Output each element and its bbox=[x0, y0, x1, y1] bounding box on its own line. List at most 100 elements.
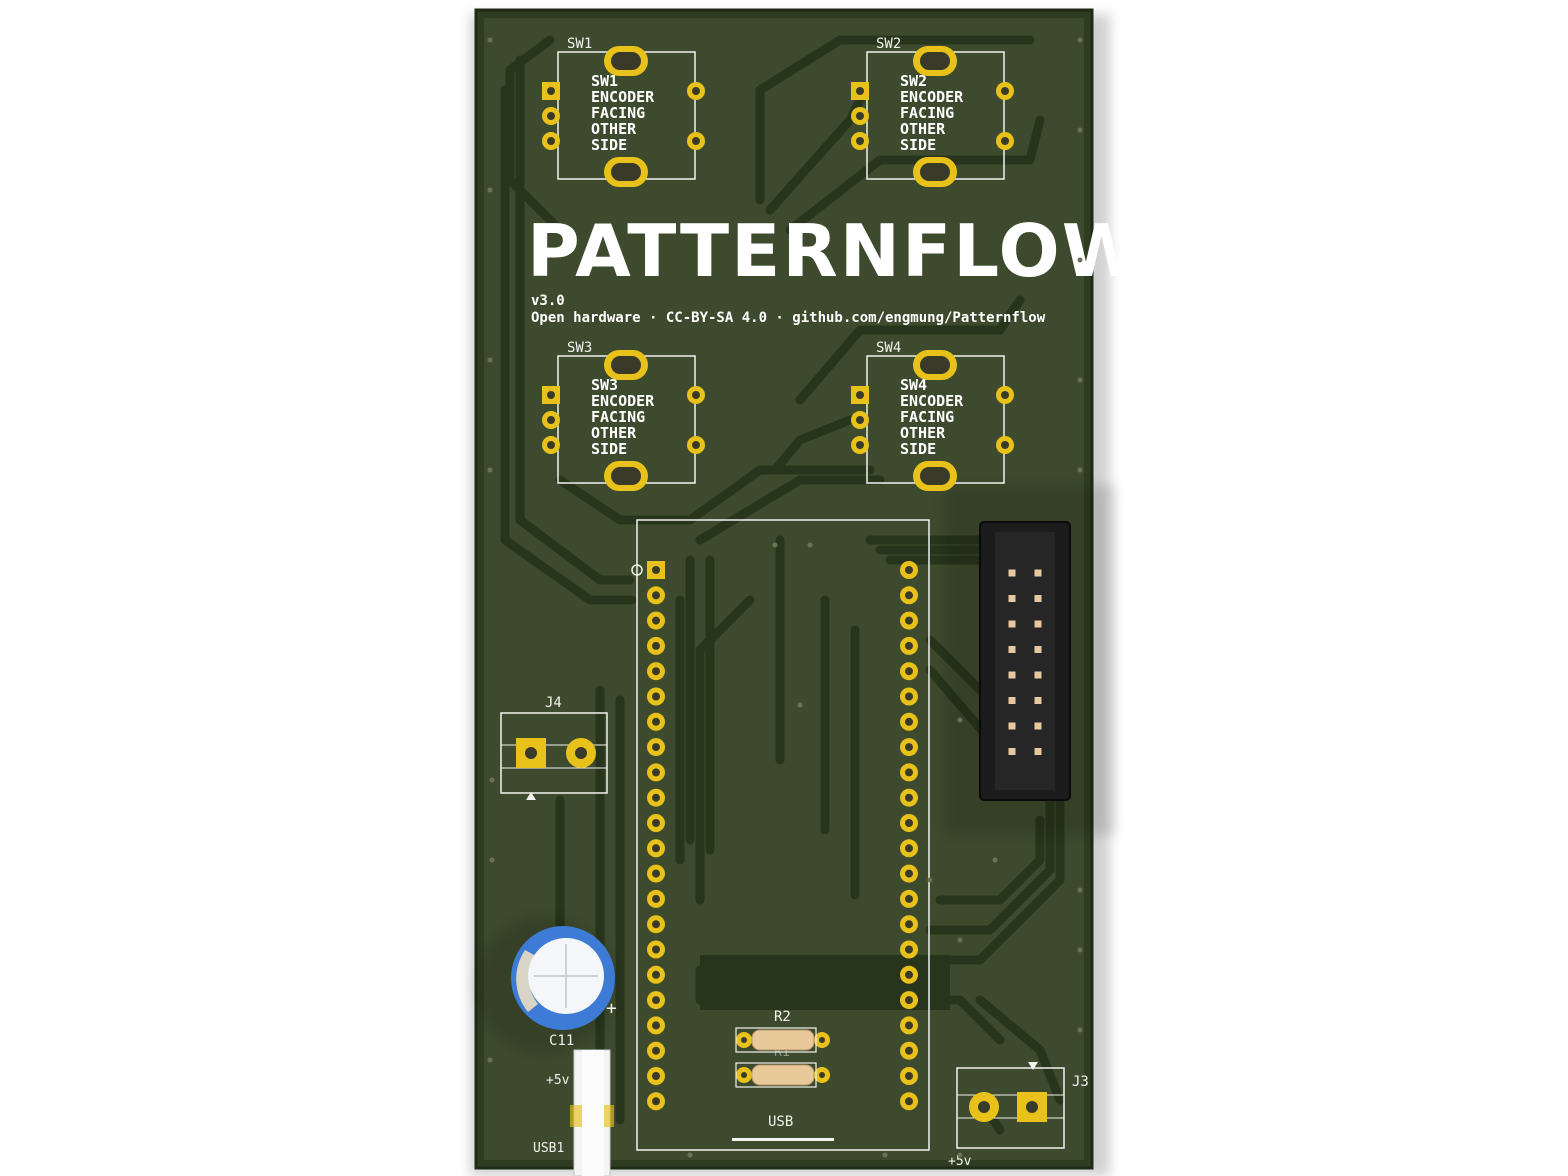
header-pin bbox=[1008, 722, 1016, 730]
switch-note-line: ENCODER bbox=[900, 392, 964, 410]
switch-pin-hole bbox=[547, 87, 555, 95]
usb1-label: USB1 bbox=[533, 1141, 564, 1156]
mcu-pin-hole bbox=[905, 996, 913, 1005]
switch-note-line: OTHER bbox=[591, 424, 637, 442]
mcu-pin-hole bbox=[652, 616, 660, 625]
switch-ref: SW4 bbox=[876, 340, 901, 356]
header-pin bbox=[1034, 620, 1042, 628]
mcu-pin-hole bbox=[905, 869, 913, 878]
plus5v-left: +5v bbox=[546, 1073, 570, 1088]
j4-label: J4 bbox=[545, 695, 562, 711]
mcu-pin-hole bbox=[905, 945, 913, 954]
switch-mount-hole bbox=[611, 356, 641, 374]
header-pin bbox=[1034, 722, 1042, 730]
switch-pin-hole bbox=[692, 137, 700, 145]
ribbon-header-inner bbox=[995, 532, 1055, 790]
r2-label: R2 bbox=[774, 1009, 791, 1025]
mcu-pin-hole bbox=[652, 692, 660, 701]
mcu-pin-hole bbox=[652, 717, 660, 726]
switch-note-line: OTHER bbox=[591, 120, 637, 138]
mcu-pin-hole bbox=[905, 717, 913, 726]
switch-pin-hole bbox=[1001, 391, 1009, 399]
plus5v-right: +5v bbox=[948, 1154, 972, 1169]
mcu-pin-hole bbox=[905, 1021, 913, 1030]
switch-pin-hole bbox=[856, 112, 864, 120]
mcu-pin-hole bbox=[905, 970, 913, 979]
switch-note-line: ENCODER bbox=[900, 88, 964, 106]
board-title: PATTERNFLOW bbox=[527, 209, 1143, 293]
switch-note-line: SW4 bbox=[900, 376, 927, 394]
switch-pin-hole bbox=[692, 87, 700, 95]
header-pin bbox=[1034, 697, 1042, 704]
switch-note-line: OTHER bbox=[900, 424, 946, 442]
mcu-pin-hole bbox=[652, 641, 660, 650]
j4-outline bbox=[500, 712, 608, 794]
mcu-pin-hole bbox=[652, 591, 660, 600]
mcu-pin-hole bbox=[905, 616, 913, 625]
via-dots bbox=[487, 37, 1083, 1158]
header-pin bbox=[1008, 620, 1016, 628]
mcu-pin-hole bbox=[905, 793, 913, 802]
switch-pin-hole bbox=[1001, 441, 1009, 449]
mcu-pin-hole bbox=[905, 819, 913, 827]
switch-ref: SW3 bbox=[567, 340, 592, 356]
switch-pin-hole bbox=[547, 416, 555, 424]
resistor-r1 bbox=[735, 1062, 830, 1088]
board-version: v3.0 bbox=[531, 293, 565, 309]
switch-pin-hole bbox=[692, 391, 700, 399]
c11-label: C11 bbox=[549, 1033, 574, 1049]
switch-mount-hole bbox=[611, 163, 641, 181]
mcu-pin-hole bbox=[905, 844, 913, 853]
mcu-pin-hole bbox=[652, 566, 660, 574]
header-pin bbox=[1034, 646, 1042, 653]
header-pin bbox=[1008, 569, 1016, 577]
switch-note-line: FACING bbox=[900, 104, 954, 122]
mcu-pin-hole bbox=[905, 768, 913, 777]
header-pin bbox=[1008, 697, 1016, 704]
switch-pin-hole bbox=[547, 112, 555, 120]
switch-pin-hole bbox=[856, 416, 864, 424]
mcu-pin-hole bbox=[652, 1046, 660, 1055]
switch-pin-hole bbox=[547, 391, 555, 399]
mcu-pin-hole bbox=[905, 894, 913, 903]
switch-mount-hole bbox=[920, 163, 950, 181]
mcu-pin-hole bbox=[905, 566, 913, 574]
mcu-pin-hole bbox=[652, 667, 660, 676]
switch-pin-hole bbox=[1001, 137, 1009, 145]
switch-mount-hole bbox=[920, 467, 950, 485]
mcu-pin-hole bbox=[652, 869, 660, 878]
usb-marker bbox=[732, 1138, 834, 1141]
switch-note-line: SW3 bbox=[591, 376, 618, 394]
mcu-pin-hole bbox=[652, 970, 660, 979]
switch-mount-hole bbox=[920, 356, 950, 374]
mcu-pin-hole bbox=[905, 743, 913, 752]
header-pin bbox=[1008, 646, 1016, 653]
switch-ref: SW2 bbox=[876, 36, 901, 52]
switch-pin-hole bbox=[856, 137, 864, 145]
c11-plus: + bbox=[606, 998, 617, 1019]
header-pin bbox=[1008, 671, 1016, 679]
j3-label: J3 bbox=[1072, 1074, 1089, 1090]
switch-note-line: SIDE bbox=[591, 136, 627, 154]
copper-traces bbox=[500, 35, 1065, 1135]
switch-pin-hole bbox=[856, 87, 864, 95]
mcu-outline bbox=[636, 519, 930, 1151]
switch-pin-hole bbox=[856, 391, 864, 399]
switch-note-line: FACING bbox=[591, 104, 645, 122]
j4-pin1-arrow bbox=[526, 792, 536, 800]
j3-pad-square-hole bbox=[1026, 1101, 1038, 1113]
header-pin bbox=[1034, 748, 1042, 755]
header-pin bbox=[1008, 595, 1016, 602]
j4-pad-square-hole bbox=[525, 747, 537, 759]
switch-note-line: SIDE bbox=[900, 136, 936, 154]
header-pin bbox=[1034, 569, 1042, 577]
resistor-r2 bbox=[735, 1027, 830, 1053]
mcu-pin-hole bbox=[905, 1046, 913, 1055]
switch-mount-hole bbox=[611, 52, 641, 70]
switch-note-line: SIDE bbox=[591, 440, 627, 458]
license-line: Open hardware · CC-BY-SA 4.0 · github.co… bbox=[531, 310, 1046, 326]
